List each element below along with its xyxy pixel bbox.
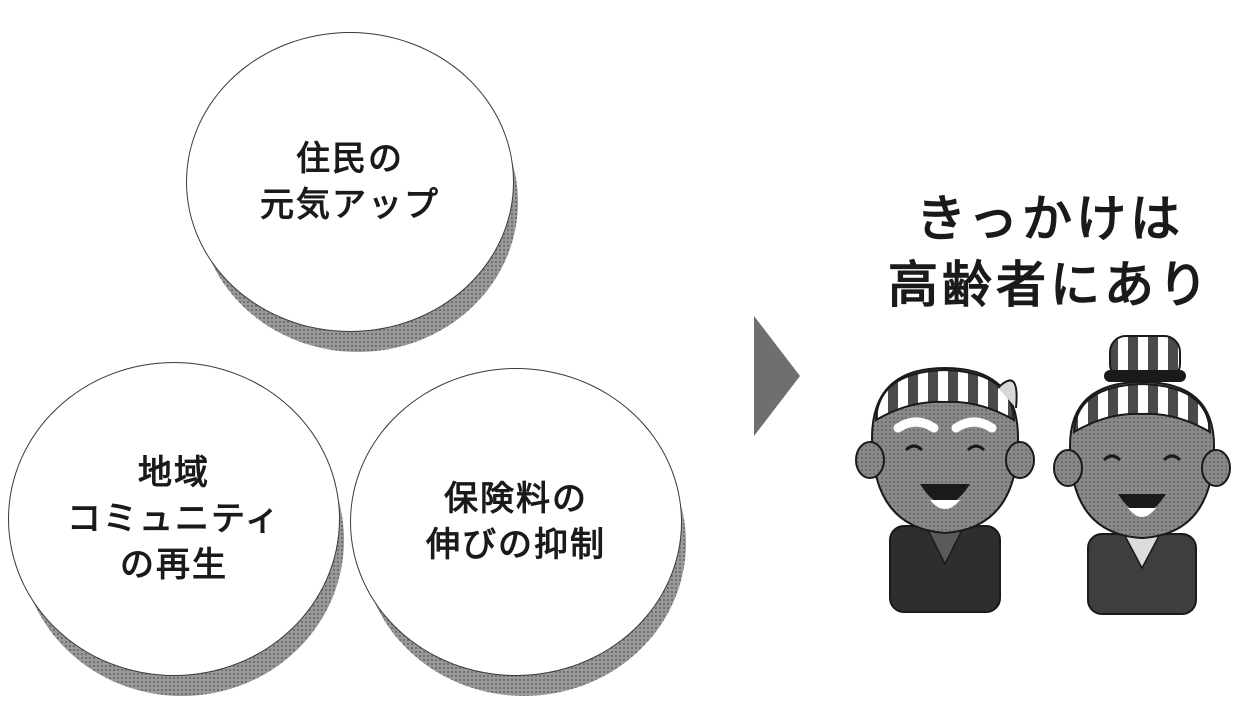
elder-woman xyxy=(1053,335,1231,615)
headline: きっかけは 高齢者にあり xyxy=(872,186,1228,318)
circle-right-line-2: 伸びの抑制 xyxy=(426,525,606,565)
circle-left-line-2: コミュニティ xyxy=(67,499,281,539)
headline-line-2: 高齢者にあり xyxy=(888,256,1212,314)
circle-left-line-1: 地域 xyxy=(138,453,210,493)
right-arrow-icon xyxy=(754,316,800,436)
elderly-couple-illustration xyxy=(855,335,1231,615)
circle-top-face: 住民の 元気アップ xyxy=(186,32,514,332)
circle-right-face: 保険料の 伸びの抑制 xyxy=(350,368,682,676)
circle-left: 地域 コミュニティ の再生 xyxy=(8,362,350,700)
circle-right: 保険料の 伸びの抑制 xyxy=(350,368,692,700)
circle-left-face: 地域 コミュニティ の再生 xyxy=(8,362,340,676)
headline-line-1: きっかけは xyxy=(916,190,1184,248)
circle-left-line-3: の再生 xyxy=(120,545,228,585)
circle-top-line-2: 元気アップ xyxy=(260,185,440,225)
elder-man xyxy=(855,366,1035,613)
circle-top-line-1: 住民の xyxy=(296,139,404,179)
circle-right-line-1: 保険料の xyxy=(444,479,588,519)
circle-top: 住民の 元気アップ xyxy=(186,32,524,356)
